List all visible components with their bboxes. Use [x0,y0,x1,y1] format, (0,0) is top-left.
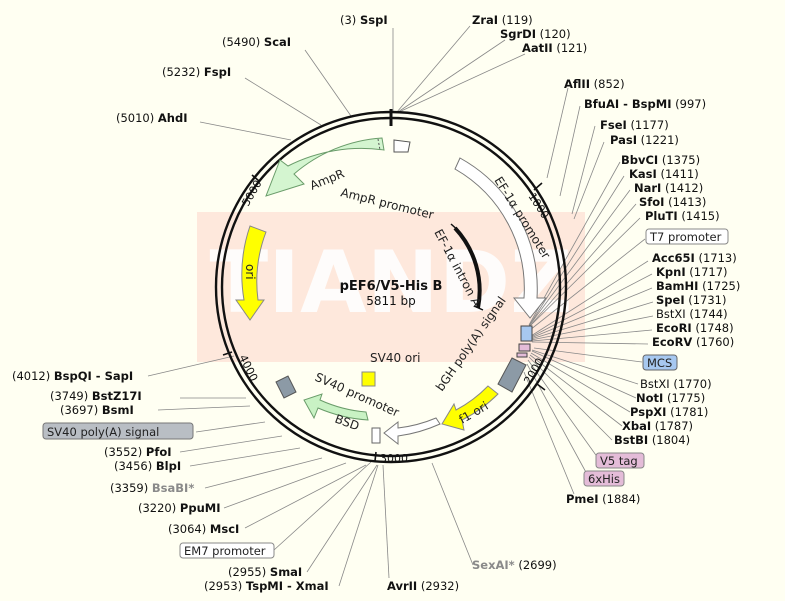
sv40-polya-label: SV40 poly(A) signal [47,425,159,439]
site-pluti: PluTI (1415) [645,209,720,223]
site-bstbi: BstBI (1804) [614,433,690,447]
site-fspi: (5232) FspI [162,65,231,79]
site-aatii: AatII (121) [522,41,587,55]
site-sexai: SexAI* (2699) [472,558,557,572]
site-aflii: AflII (852) [564,77,625,91]
em7-label-box [179,542,275,559]
ori-label: ori [243,264,257,280]
site-noti: NotI (1775) [636,391,705,405]
v5-tag-box [595,452,645,469]
site-bsabi: (3359) BsaBI* [110,481,194,495]
sv40-polya-label-box [42,422,194,440]
site-tspmi: (2953) TspMI - XmaI [204,579,329,593]
sv40-ori-label: SV40 ori [370,351,421,365]
ori-arrow [235,225,267,321]
site-nari: NarI (1412) [634,181,703,195]
leader-lines [147,25,654,587]
site-bstxi-2: BstXI (1770) [640,377,712,391]
site-sfoi: SfoI (1413) [639,195,706,209]
site-bspqi: (4012) BspQI - SapI [12,369,133,383]
site-bbvci: BbvCI (1375) [621,153,700,167]
plasmid-name: pEF6/V5-His B [340,279,443,294]
his-tag-label: 6xHis [588,472,620,486]
site-bstxi-1: BstXI (1744) [656,307,728,321]
f1ori-arrow [441,385,499,431]
sv40-promoter-arrow [383,417,441,446]
site-bamhi: BamHI (1725) [656,279,740,293]
site-spei: SpeI (1731) [656,293,727,307]
site-kasi: KasI (1411) [629,167,699,181]
site-avrii: AvrII (2932) [387,579,459,593]
site-pfoi: (3552) PfoI [104,445,172,459]
site-pmei: PmeI (1884) [566,492,640,506]
site-ecori: EcoRI (1748) [656,321,734,335]
site-ecorv: EcoRV (1760) [652,335,734,349]
site-acc65i: Acc65I (1713) [652,251,737,265]
site-smai: (2955) SmaI [228,565,302,579]
ef1a-promoter-arrow [454,157,548,319]
mcs-label-box [642,354,678,371]
site-pspxi: PspXI (1781) [630,405,708,419]
v5-box [518,343,531,352]
site-bfuai: BfuAI - BspMI (997) [584,97,706,111]
site-fsei: FseI (1177) [600,118,669,132]
watermark-text: TIANDZ [210,233,573,333]
ampr-arrow [265,137,385,197]
ampr-promoter-arrow [393,139,411,153]
ampr-dashed [377,138,381,151]
tick-3000: 3000 [380,452,408,465]
t7-promoter-box [645,228,729,245]
his-tag-box [583,470,625,487]
ef1a-intron-arc [453,226,482,309]
site-pasi: PasI (1221) [610,133,679,147]
site-zrai: ZraI (119) [472,13,533,27]
em7-box [371,427,381,444]
bgh-box [497,357,527,393]
site-msci: (3064) MscI [168,522,239,536]
sv40-polya-box [275,375,297,399]
v5-tag-label: V5 tag [600,454,638,468]
his-box [516,352,528,358]
site-blpi: (3456) BlpI [114,459,181,473]
site-ppumi: (3220) PpuMI [138,501,220,515]
site-sspi: (3) SspI [340,13,388,27]
site-kpni: KpnI (1717) [656,265,728,279]
site-scai: (5490) ScaI [222,35,291,49]
bsd-arrow [303,393,369,421]
site-xbai: XbaI (1787) [622,419,693,433]
ampr-label: AmpR [308,166,346,192]
site-sgrdi: SgrDI (120) [500,27,571,41]
plasmid-size: 5811 bp [366,294,416,308]
em7-label: EM7 promoter [184,544,266,558]
sv40-ori-box [361,371,376,387]
tick-marks [222,174,546,462]
mcs-label: MCS [647,356,672,370]
site-bsmi: (3697) BsmI [60,403,134,417]
site-ahdi: (5010) AhdI [116,111,188,125]
site-bstz17i: (3749) BstZ17I [50,389,142,403]
t7-promoter-label: T7 promoter [649,230,722,244]
mcs-box [520,325,533,342]
